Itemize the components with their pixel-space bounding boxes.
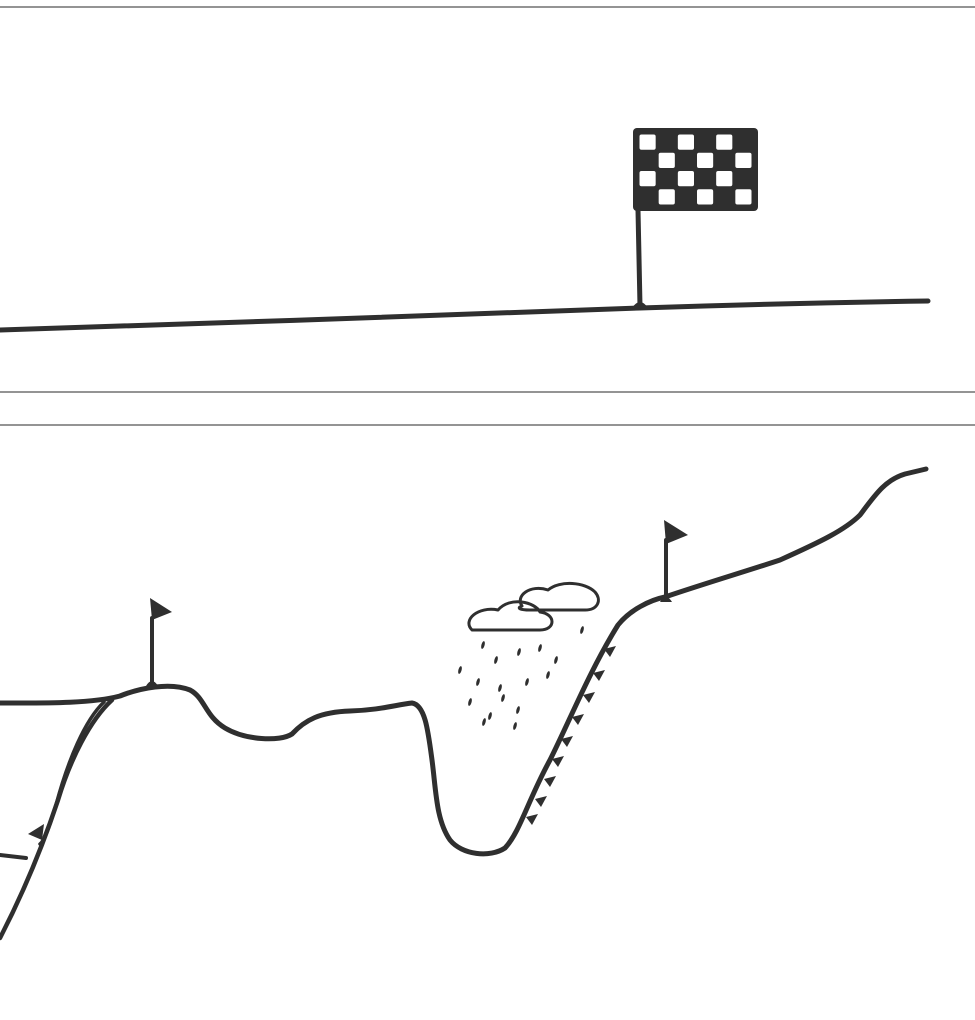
flag-pole xyxy=(638,210,640,306)
terrain-spike xyxy=(583,692,595,703)
checkered-finish-flag-icon xyxy=(633,128,758,211)
straight-road-line xyxy=(0,301,928,330)
flag-square xyxy=(678,135,694,150)
flag-square xyxy=(735,153,751,168)
winding-path-illustration xyxy=(0,420,975,1020)
rain-drop xyxy=(524,678,529,687)
pennant-flag-icon xyxy=(146,598,172,686)
rain-drop xyxy=(493,656,498,665)
rain-drop xyxy=(467,698,472,707)
lower-ledge-line xyxy=(0,855,26,858)
rain-drop xyxy=(515,706,520,715)
winding-road-line xyxy=(0,469,926,854)
cliff-spike xyxy=(28,824,44,840)
cliff-edge-line xyxy=(0,700,112,938)
rain-drop xyxy=(553,656,558,665)
top-panel-straight-path xyxy=(0,0,975,400)
flag-square xyxy=(716,135,732,150)
flag-square xyxy=(716,171,732,186)
flag-square xyxy=(659,189,675,204)
flag-square xyxy=(640,171,656,186)
flag-pole-base xyxy=(632,302,648,308)
rain-drop xyxy=(516,648,521,657)
rain-drop xyxy=(487,712,492,721)
terrain-spike xyxy=(572,714,584,725)
flag-square xyxy=(640,135,656,150)
rain-drop xyxy=(480,641,485,650)
terrain-spike xyxy=(526,814,538,825)
rain-drop xyxy=(481,718,486,727)
bottom-panel-winding-path xyxy=(0,420,975,1020)
flag-square xyxy=(659,153,675,168)
rain-drop xyxy=(512,722,517,731)
flag-square xyxy=(678,171,694,186)
rough-terrain-icon xyxy=(526,646,616,825)
rain-drop xyxy=(500,694,505,703)
terrain-spike xyxy=(535,796,547,807)
terrain-spike xyxy=(544,776,556,787)
rain-drop xyxy=(537,644,542,653)
rain-cloud-icon xyxy=(469,583,598,630)
rain-drop xyxy=(457,666,462,675)
flag-square xyxy=(735,189,751,204)
flag-square xyxy=(697,189,713,204)
rain-drop xyxy=(497,684,502,693)
rain-drop xyxy=(545,671,550,680)
rain-drop xyxy=(475,678,480,687)
rain-drops xyxy=(457,626,584,731)
flag-square xyxy=(697,153,713,168)
rain-drop xyxy=(579,626,584,635)
straight-path-illustration xyxy=(0,0,975,400)
